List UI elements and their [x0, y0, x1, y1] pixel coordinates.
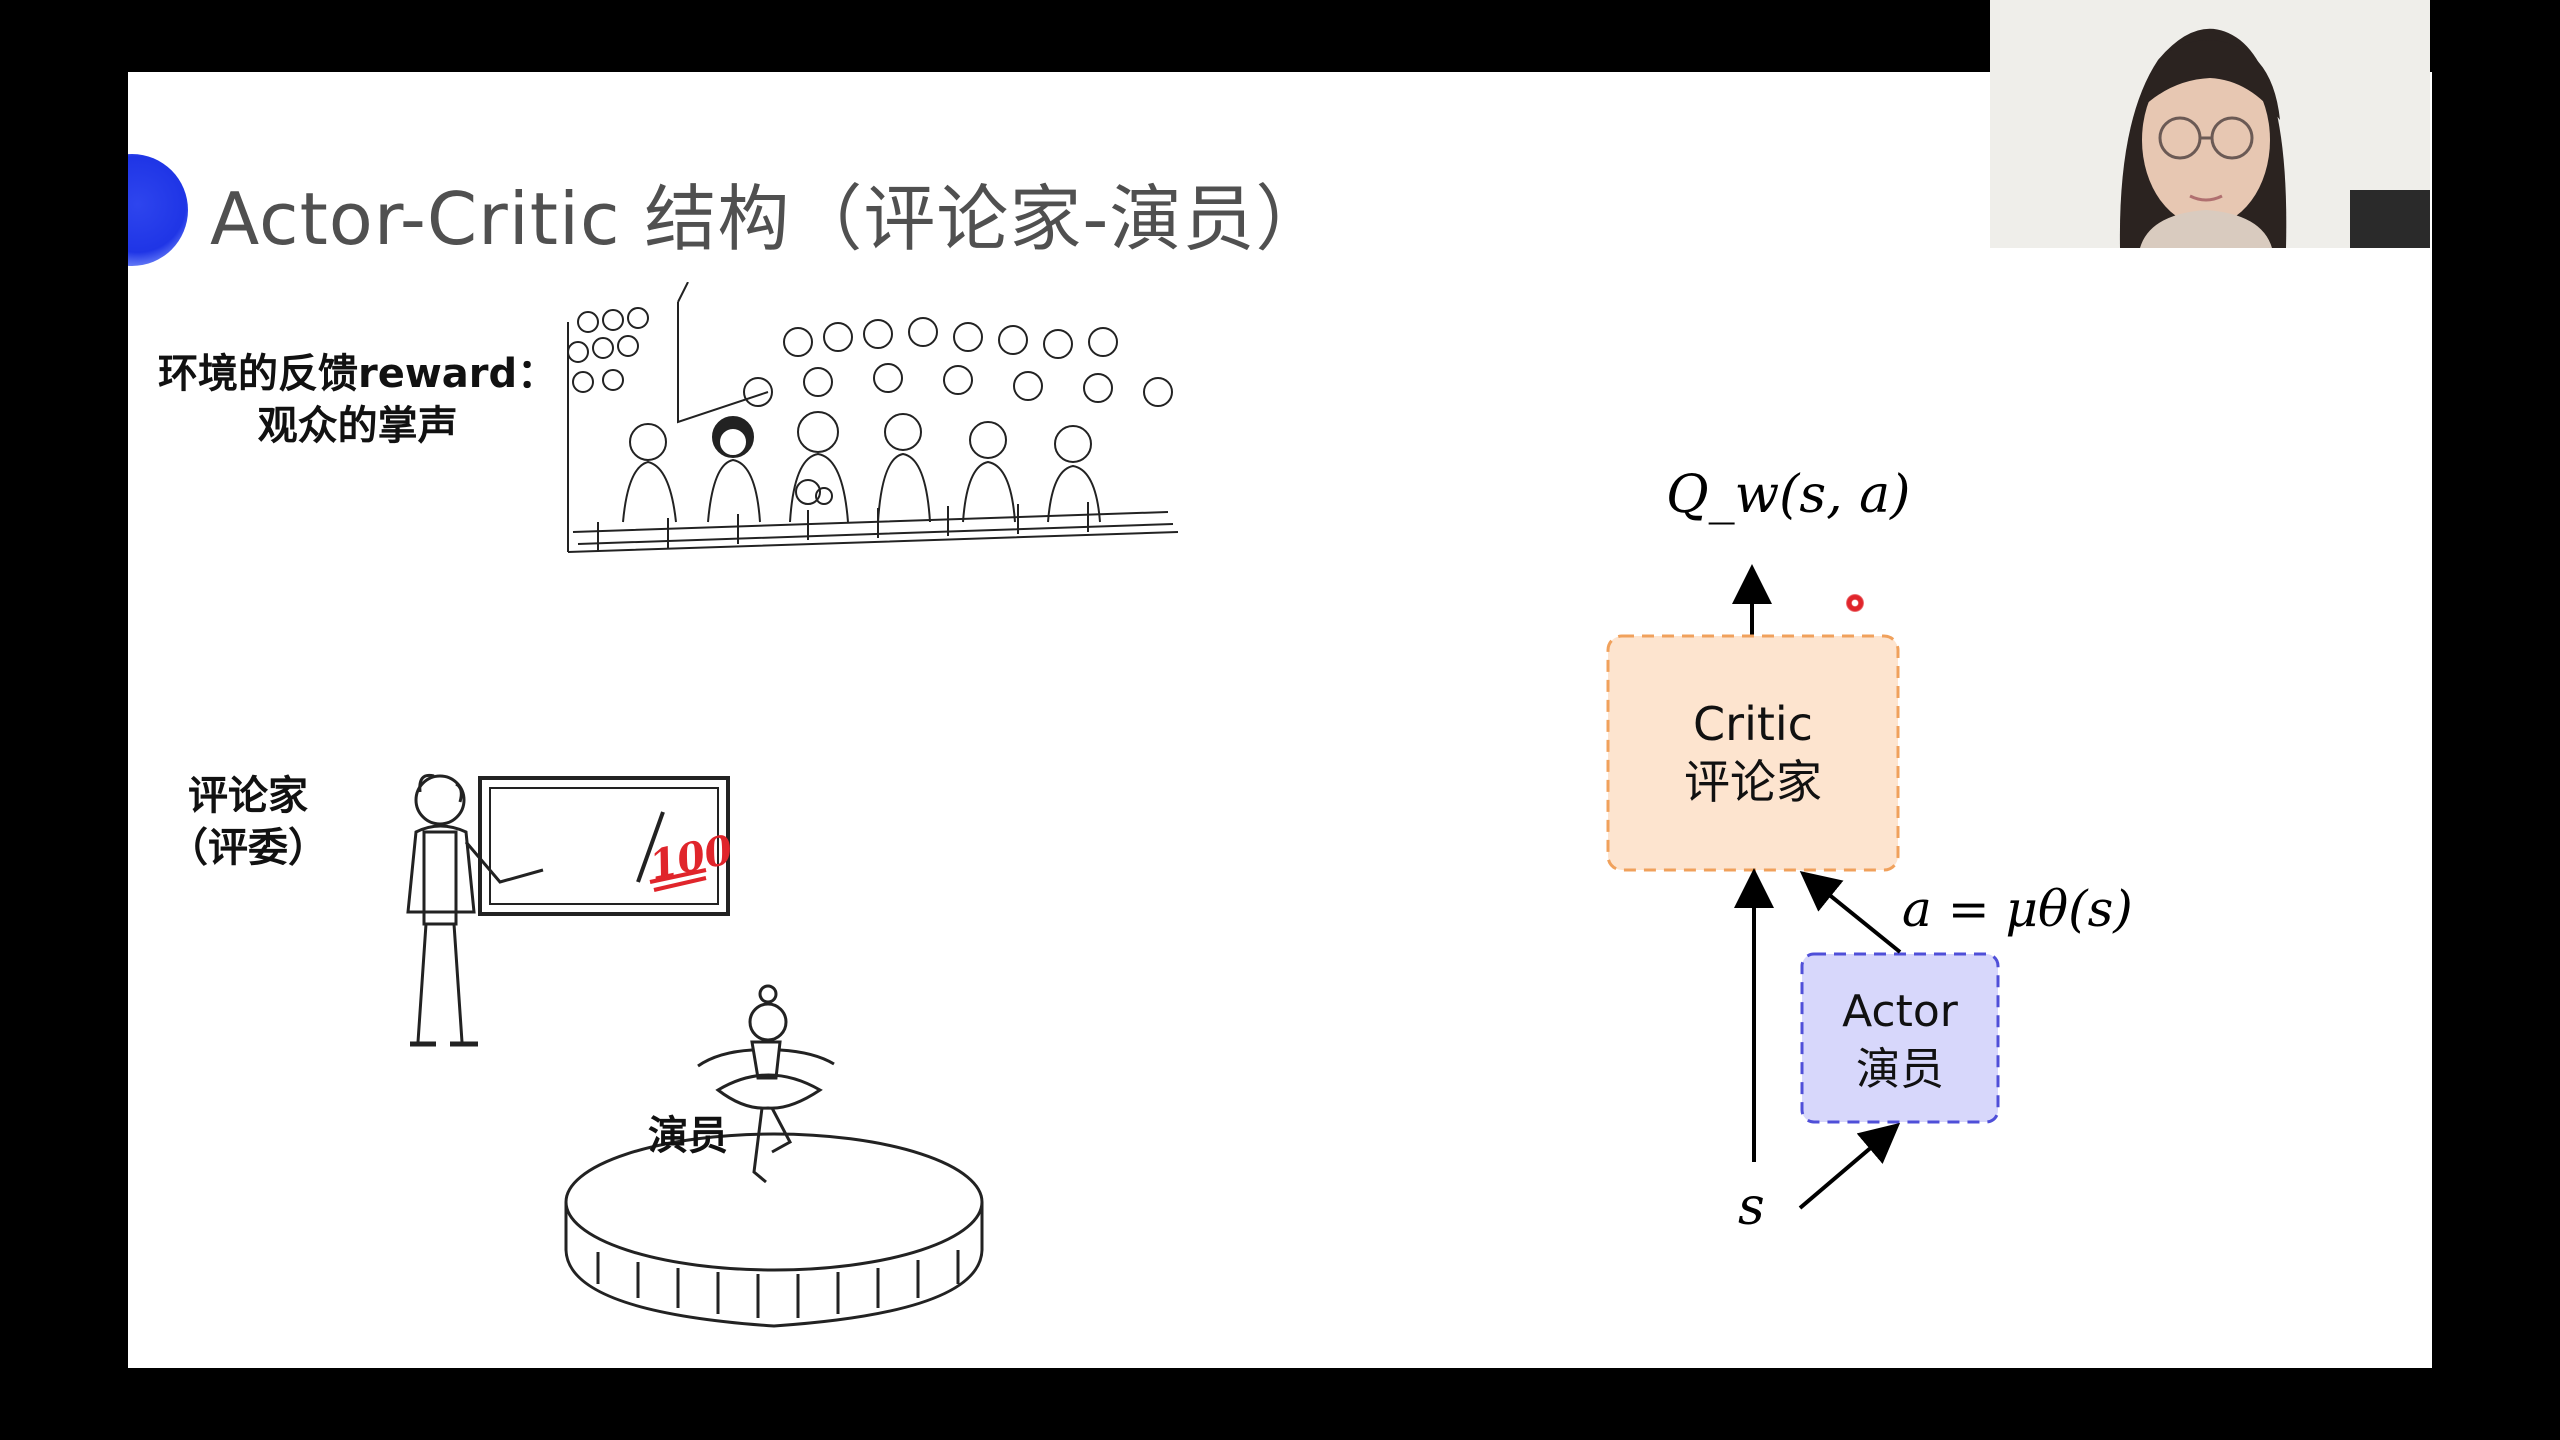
action-label: a = μθ(s) — [1902, 880, 2133, 938]
critic-caption-line1: 评论家 — [188, 773, 308, 819]
critic-caption: 评论家 （评委） — [168, 770, 328, 874]
accent-dot-icon — [128, 154, 188, 266]
action-to-critic-arrow — [1799, 870, 1902, 954]
webcam-feed — [1990, 0, 2430, 248]
audience-caption-line1: 环境的反馈reward： — [158, 351, 558, 397]
audience-illustration — [567, 282, 1179, 553]
actor-box — [1800, 952, 2000, 1124]
audience-caption: 环境的反馈reward： 观众的掌声 — [158, 348, 557, 452]
crowd-front-row — [622, 411, 1101, 523]
presentation-slide: Actor-Critic 结构（评论家-演员） 环境的反馈reward： 观众的… — [128, 72, 2432, 1368]
state-label: s — [1738, 1177, 1765, 1237]
stage-caption: 演员 — [648, 1113, 728, 1159]
critic-caption-line2: （评委） — [168, 825, 328, 871]
slide-title: Actor-Critic 结构（评论家-演员） — [210, 177, 1329, 261]
actor-critic-diagram: Q_w(s, a) Critic 评论家 Actor 演员 a = μθ(s) … — [1606, 465, 2133, 1237]
state-to-actor-arrow — [1798, 1122, 1901, 1210]
stage-illustration — [564, 984, 984, 1328]
critic-box-label-en: Critic — [1693, 697, 1813, 751]
actor-box-label-zh: 演员 — [1856, 1044, 1944, 1095]
presenter-video — [1990, 0, 2430, 248]
crowd-back-rows — [567, 282, 1173, 424]
actor-box-label-en: Actor — [1842, 986, 1959, 1037]
laser-pointer-icon — [1846, 594, 1864, 612]
q-value-label: Q_w(s, a) — [1666, 465, 1910, 525]
critic-illustration: 100 — [406, 773, 737, 1047]
critic-box-label-zh: 评论家 — [1684, 755, 1822, 809]
audience-caption-line2: 观众的掌声 — [257, 403, 458, 449]
critic-box — [1606, 634, 1900, 872]
